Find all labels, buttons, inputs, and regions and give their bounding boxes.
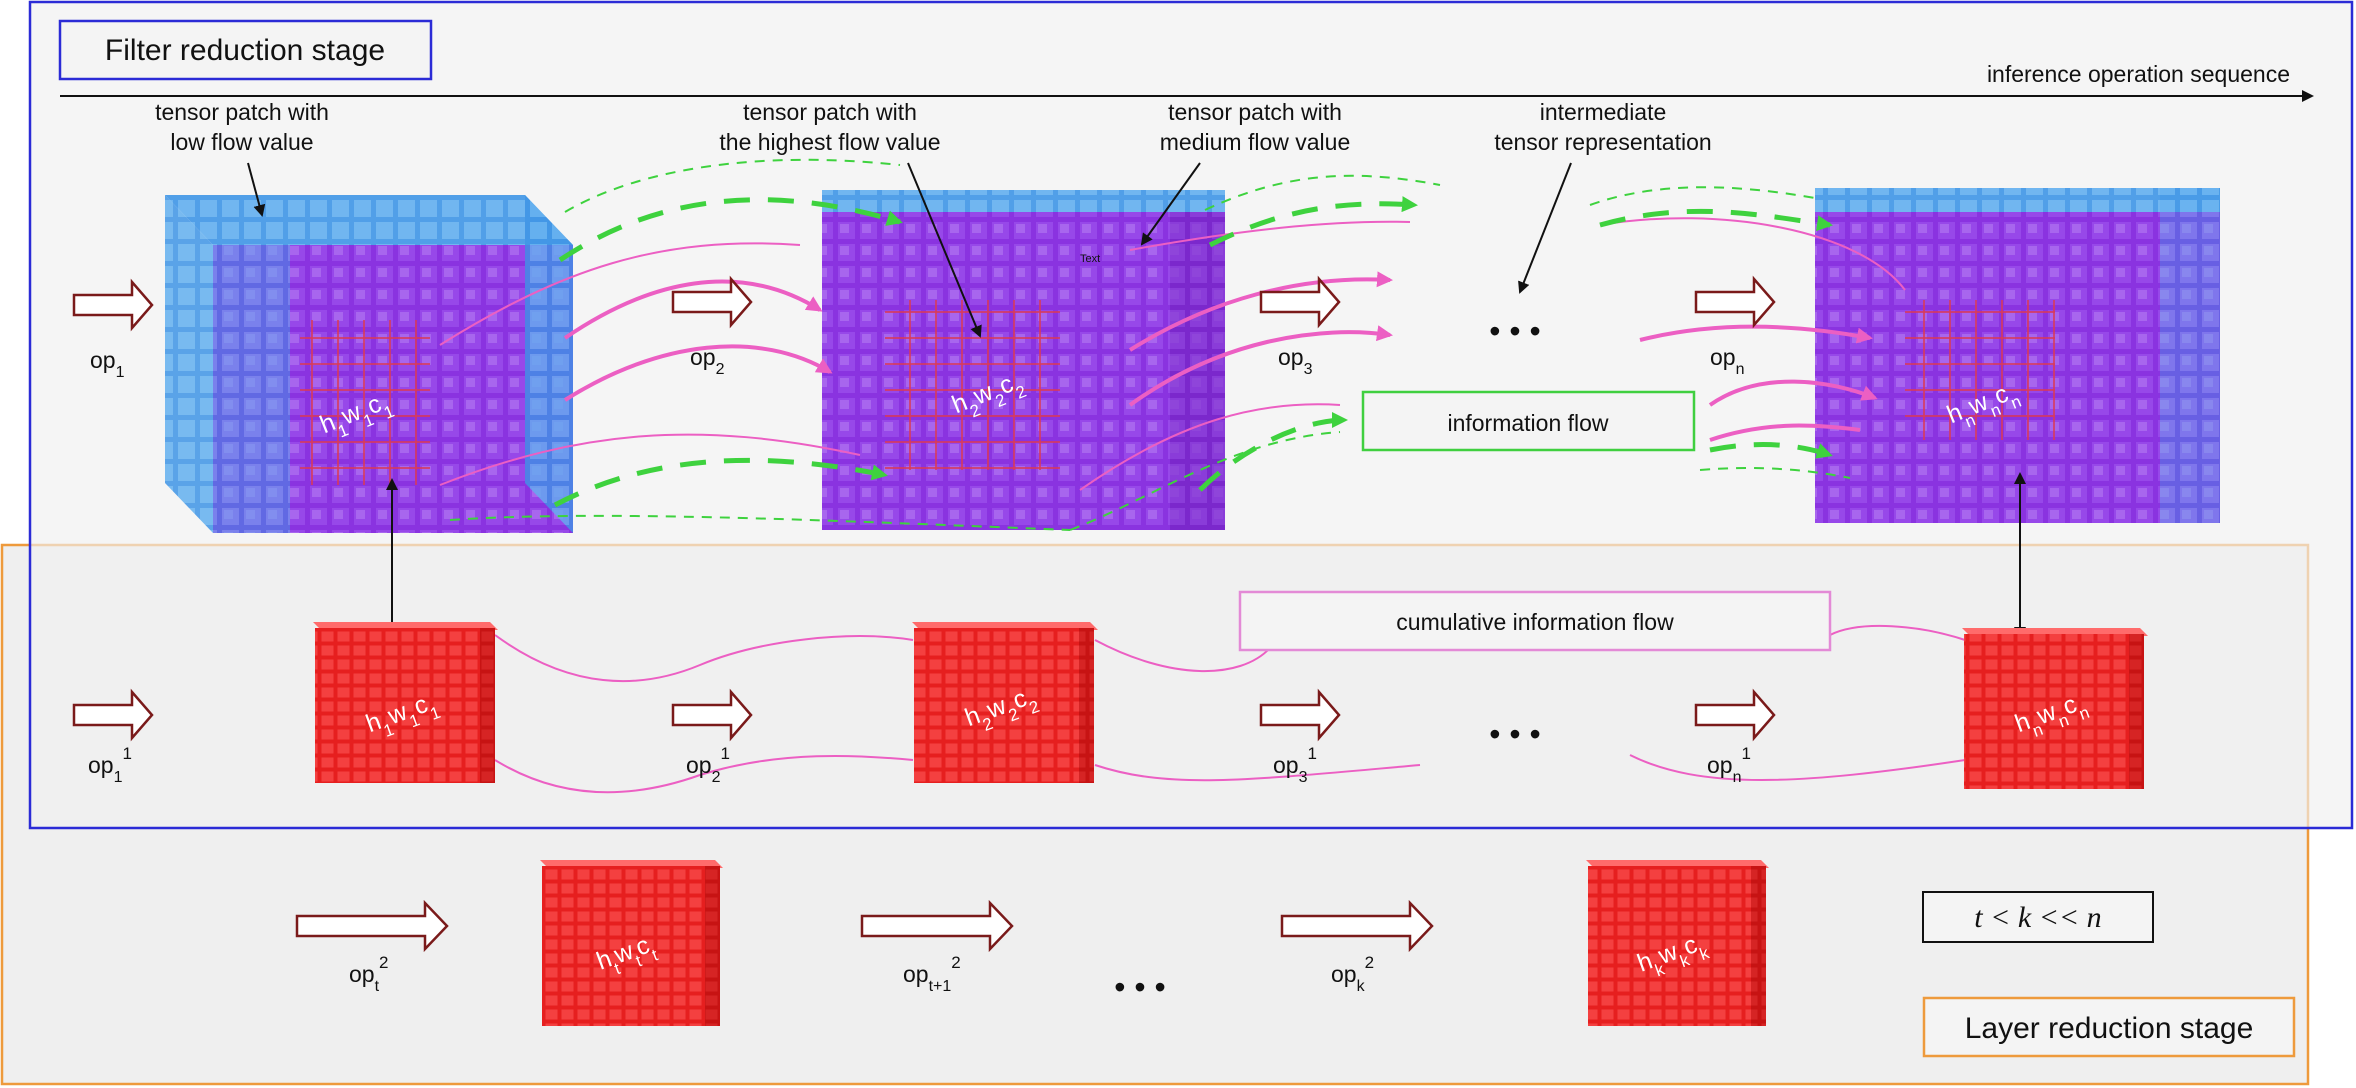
layer-stage-title: Layer reduction stage bbox=[1965, 1012, 2254, 1045]
annotation-medium-flow: tensor patch with medium flow value bbox=[1140, 99, 1350, 246]
op-row2-3: op31 bbox=[1273, 744, 1317, 786]
cumulative-flow-label: cumulative information flow bbox=[1396, 609, 1674, 635]
inequality-label: t < k << n bbox=[1974, 901, 2101, 934]
svg-text:low flow value: low flow value bbox=[170, 129, 313, 155]
inequality-box: t < k << n bbox=[1922, 891, 2154, 943]
op-row2-n: opn1 bbox=[1707, 744, 1751, 786]
op-row3-t: opt2 bbox=[349, 953, 389, 995]
ellipsis-row-1: • • • bbox=[1489, 313, 1540, 349]
annotation-low-flow: tensor patch with low flow value bbox=[155, 99, 329, 217]
op-row2-1: op11 bbox=[88, 744, 132, 786]
annotation-intermediate: intermediate tensor representation bbox=[1494, 99, 1712, 294]
ellipsis-row-3: • • • bbox=[1114, 969, 1165, 1005]
svg-text:intermediate: intermediate bbox=[1540, 99, 1667, 125]
layer-cube-row2-n bbox=[1962, 628, 2148, 789]
cumulative-flow-curves bbox=[494, 624, 1966, 794]
svg-text:the highest flow value: the highest flow value bbox=[719, 129, 940, 155]
svg-text:tensor patch with: tensor patch with bbox=[743, 99, 917, 125]
layer-cube-row3-k bbox=[1586, 860, 1769, 1026]
cube-n-label: hnwncn bbox=[1943, 376, 2024, 436]
cumulative-flow-box: cumulative information flow bbox=[1238, 590, 1832, 652]
information-flow-curves bbox=[439, 158, 1906, 531]
op-row1-3: op3 bbox=[1278, 344, 1313, 378]
tiny-text-label: Text bbox=[1080, 253, 1100, 265]
op-row3-k: opk2 bbox=[1331, 953, 1374, 995]
tensor-cube-2 bbox=[822, 190, 1225, 530]
op-row1-2: op2 bbox=[690, 344, 725, 378]
op-row1-n: opn bbox=[1710, 344, 1745, 378]
layer-cube-row2-1 bbox=[313, 622, 498, 783]
op-arrows-row-2 bbox=[72, 688, 1776, 742]
svg-text:tensor patch with: tensor patch with bbox=[155, 99, 329, 125]
svg-text:tensor representation: tensor representation bbox=[1494, 129, 1711, 155]
op-row3-t1: opt+12 bbox=[903, 953, 961, 995]
information-flow-box: information flow bbox=[1361, 390, 1696, 452]
layer-stage-title-box: Layer reduction stage bbox=[1922, 996, 2296, 1058]
ellipsis-row-2: • • • bbox=[1489, 716, 1540, 752]
sequence-axis-label: inference operation sequence bbox=[1987, 61, 2290, 87]
op-arrows-row-3 bbox=[295, 899, 1434, 953]
tensor-cube-n bbox=[1815, 188, 2220, 523]
layer-cube-row3-t bbox=[540, 860, 723, 1026]
op-arrows-row-1 bbox=[72, 275, 1776, 332]
layer-cube-row2-2-label: h2w2c2 bbox=[961, 681, 1042, 739]
filter-stage-title-box: Filter reduction stage bbox=[58, 19, 433, 81]
information-flow-label: information flow bbox=[1447, 410, 1608, 436]
svg-text:tensor patch with: tensor patch with bbox=[1168, 99, 1342, 125]
annotation-highest-flow: tensor patch with the highest flow value bbox=[719, 99, 982, 338]
layer-cube-row2-2 bbox=[912, 622, 1098, 783]
tensor-cube-1 bbox=[165, 195, 573, 533]
svg-text:medium flow value: medium flow value bbox=[1160, 129, 1350, 155]
filter-stage-title: Filter reduction stage bbox=[105, 34, 385, 67]
op-row1-1: op1 bbox=[90, 347, 125, 381]
op-row2-2: op21 bbox=[686, 744, 730, 786]
